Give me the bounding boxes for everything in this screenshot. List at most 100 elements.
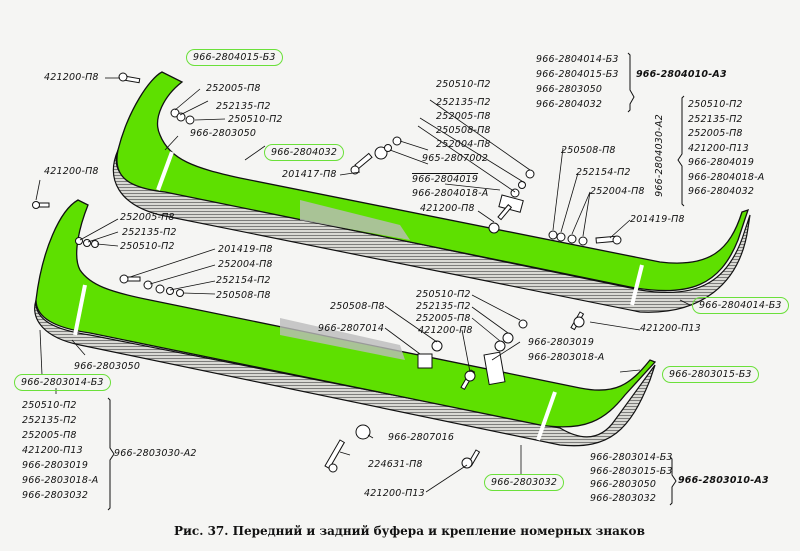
nut-icon bbox=[548, 230, 558, 240]
front-mounting-kit-name: 966-2804030-А2 bbox=[653, 114, 665, 197]
label-rear-right-hw-4: 421200-П8 bbox=[418, 325, 473, 336]
label-front-right-hw-2: 252154-П2 bbox=[576, 167, 631, 178]
label-rear-screw: 224631-П8 bbox=[368, 459, 423, 470]
nut-icon bbox=[431, 340, 443, 352]
bolt-icon bbox=[350, 152, 373, 175]
washer-icon bbox=[556, 232, 566, 242]
bracket-icon bbox=[498, 194, 524, 213]
figure-caption: Рис. 37. Передний и задний буфера и креп… bbox=[174, 524, 645, 538]
label-front-bracket-2: 966-2804018-А bbox=[412, 188, 489, 199]
nut-icon bbox=[176, 289, 184, 297]
bolt-icon bbox=[460, 369, 476, 391]
leader-lines bbox=[35, 77, 691, 493]
label-front-center-hw: 252004-П8 bbox=[436, 139, 491, 150]
label-rear-center-hw-2: 252004-П8 bbox=[218, 259, 273, 270]
front-strip-right bbox=[630, 264, 644, 306]
label-front-right-hw-1: 250508-П8 bbox=[561, 145, 616, 156]
label-rear-washer-1: 252005-П8 bbox=[120, 212, 175, 223]
front-strip-left bbox=[156, 151, 174, 191]
rear-kit-part: 252005-П8 bbox=[22, 430, 77, 441]
front-kit-part: 966-2804032 bbox=[688, 186, 755, 197]
label-rear-bushing: 966-2807016 bbox=[388, 432, 455, 443]
rear-assembly-part: 966-2803015-Б3 bbox=[590, 465, 673, 477]
label-rear-center-highlighted: 966-2803032 bbox=[484, 474, 565, 491]
front-center-hardware-list: 250510-П2 252135-П2 252005-П8 250508-П8 … bbox=[422, 78, 491, 166]
bolt-icon bbox=[595, 235, 622, 245]
bushing-icon bbox=[355, 424, 371, 440]
label-rear-nut-center: 250508-П8 bbox=[330, 301, 385, 312]
label-rear-corner-left-highlighted: 966-2803014-Б3 bbox=[14, 374, 111, 391]
label-front-bracket-1: 966-2804019 bbox=[412, 174, 479, 185]
bolt-icon bbox=[570, 311, 585, 331]
brace-front-kit bbox=[677, 95, 685, 207]
rear-assembly-part: 966-2803014-Б3 bbox=[590, 452, 673, 463]
bolt-icon bbox=[461, 449, 481, 469]
nut-icon bbox=[392, 136, 402, 146]
label-rear-nut-1: 250510-П2 bbox=[120, 241, 175, 252]
front-assembly-part: 966-2804032 bbox=[536, 99, 603, 110]
label-front-center-highlighted: 966-2804032 bbox=[264, 144, 345, 161]
washer-icon bbox=[578, 236, 588, 246]
washer-icon bbox=[494, 340, 506, 352]
rear-bumper-top-surface bbox=[35, 199, 657, 428]
label-rear-center-hw-3: 252154-П2 bbox=[216, 275, 271, 286]
label-rear-bolt-bottom: 421200-П13 bbox=[364, 488, 425, 499]
label-rear-right-hw-1: 250510-П2 bbox=[416, 289, 471, 300]
label-front-bolt-center: 201417-П8 bbox=[282, 169, 337, 180]
front-kit-part: 966-2804019 bbox=[688, 157, 755, 168]
label-rear-center-hw-4: 250508-П8 bbox=[216, 290, 271, 301]
bolt-icon bbox=[488, 204, 513, 234]
washer-icon bbox=[155, 284, 165, 294]
rear-assembly-part: 966-2803032 bbox=[590, 492, 657, 504]
rear-assembly-parts: 966-2803014-Б3 966-2803015-Б3 966-280305… bbox=[590, 451, 673, 505]
plate-bracket-icon bbox=[417, 353, 433, 369]
front-bumper bbox=[112, 71, 751, 313]
label-front-corner-left-highlighted: 966-2804015-Б3 bbox=[186, 49, 283, 66]
bolt-icon bbox=[32, 201, 50, 209]
label-front-overrider-strip: 966-2803050 bbox=[190, 128, 257, 139]
rear-kit-part: 250510-П2 bbox=[22, 400, 77, 411]
washer-icon bbox=[176, 112, 186, 122]
front-bumper-top-surface bbox=[116, 71, 750, 292]
label-front-bracket-bolt: 421200-П8 bbox=[420, 203, 475, 214]
rear-kit-part: 966-2803019 bbox=[22, 460, 89, 471]
label-rear-bracket-2: 966-2803018-А bbox=[528, 352, 605, 363]
front-assembly-part: 966-2804014-Б3 bbox=[536, 54, 619, 65]
label-rear-washer-2: 252135-П2 bbox=[122, 227, 177, 238]
label-rear-right-hw-3: 252005-П8 bbox=[416, 313, 471, 324]
washer-icon bbox=[75, 237, 83, 245]
braces bbox=[107, 52, 685, 511]
rear-kit-part: 421200-П13 bbox=[22, 445, 83, 456]
washer-icon bbox=[143, 280, 153, 290]
rear-strip-left bbox=[73, 284, 87, 336]
front-assembly-part: 966-2803050 bbox=[536, 84, 603, 95]
washer-icon bbox=[502, 332, 514, 344]
rear-kit-part: 252135-П2 bbox=[22, 415, 77, 426]
front-kit-part: 250510-П2 bbox=[688, 99, 743, 110]
label-rear-bracket-1: 966-2803019 bbox=[528, 337, 595, 348]
bolt-icon bbox=[118, 72, 141, 84]
label-front-center-hw: 252135-П2 bbox=[436, 97, 491, 108]
nut-icon bbox=[518, 319, 528, 329]
front-mounting-kit-parts: 250510-П2 252135-П2 252005-П8 421200-П13… bbox=[688, 98, 764, 200]
label-front-washer-2: 252135-П2 bbox=[216, 101, 271, 112]
bolt-icon bbox=[119, 274, 141, 284]
label-front-center-hw: 965-2807002 bbox=[422, 153, 489, 164]
label-front-center-hw: 250508-П8 bbox=[436, 125, 491, 136]
label-rear-center-hw-1: 201419-П8 bbox=[218, 244, 273, 255]
rear-mounting-kit-name: 966-2803030-А2 bbox=[114, 448, 197, 459]
rear-assembly-part: 966-2803050 bbox=[590, 479, 657, 490]
washer-icon bbox=[374, 146, 388, 160]
washer-icon bbox=[166, 287, 174, 295]
brace-rear-kit bbox=[107, 397, 115, 511]
rear-mounting-kit-parts: 250510-П2 252135-П2 252005-П8 421200-П13… bbox=[22, 398, 98, 503]
label-front-center-hw: 250510-П2 bbox=[436, 79, 491, 90]
front-kit-part: 252135-П2 bbox=[688, 113, 743, 125]
label-rear-bolt-left: 421200-П8 bbox=[44, 166, 99, 177]
label-front-bottom-bolt: 421200-П13 bbox=[640, 323, 701, 334]
label-rear-overrider-strip: 966-2803050 bbox=[74, 361, 141, 372]
label-front-corner-right-highlighted: 966-2804014-Б3 bbox=[692, 297, 789, 314]
rear-kit-part: 966-2803032 bbox=[22, 490, 89, 501]
